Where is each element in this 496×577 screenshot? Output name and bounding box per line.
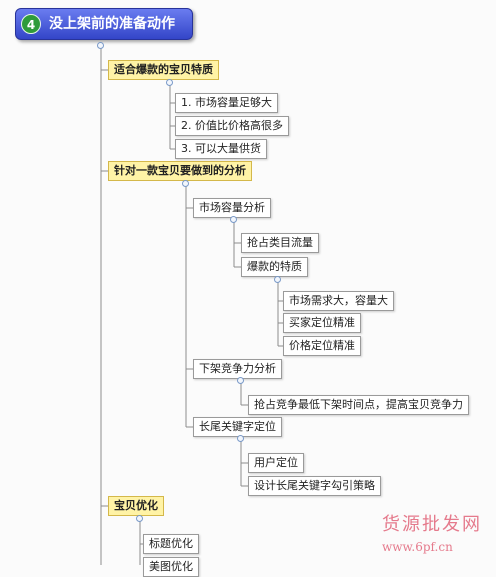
subtopic-high-demand[interactable]: 市场需求大，容量大 [283,291,394,311]
collapse-toggle-delisting-analysis[interactable] [237,377,244,384]
priority-number-icon: 4 [21,14,41,34]
root-topic-label: 没上架前的准备动作 [49,16,175,32]
subtopic-value-over-price[interactable]: 2. 价值比价格高很多 [175,116,289,136]
subtopic-delisting-analysis[interactable]: 下架竞争力分析 [193,359,282,379]
subtopic-mass-supply[interactable]: 3. 可以大量供货 [175,139,267,159]
subtopic-market-analysis[interactable]: 市场容量分析 [193,198,271,218]
subtopic-user-targeting[interactable]: 用户定位 [248,453,304,473]
collapse-toggle-section-1[interactable] [166,79,173,86]
watermark-site-name: 货源批发网 [382,514,482,535]
subtopic-title-optimization[interactable]: 标题优化 [143,534,199,554]
root-topic[interactable]: 4 没上架前的准备动作 [15,8,193,40]
subtopic-image-optimization[interactable]: 美图优化 [143,557,199,577]
topic-section-3[interactable]: 宝贝优化 [108,496,164,516]
subtopic-lowest-competition-time[interactable]: 抢占竞争最低下架时间点，提高宝贝竞争力 [248,395,469,415]
collapse-toggle-market-analysis[interactable] [230,216,237,223]
subtopic-longtail-keywords[interactable]: 长尾关键字定位 [193,417,282,437]
subtopic-keyword-strategy[interactable]: 设计长尾关键字勾引策略 [248,476,381,496]
subtopic-category-traffic[interactable]: 抢占类目流量 [241,233,319,253]
connector-lines [100,44,283,565]
topic-section-2[interactable]: 针对一款宝贝要做到的分析 [108,161,252,181]
collapse-toggle-bestseller-traits[interactable] [274,276,281,283]
topic-section-1[interactable]: 适合爆款的宝贝特质 [108,60,219,80]
collapse-toggle-section-3[interactable] [136,515,143,522]
collapse-toggle-section-2[interactable] [182,180,189,187]
subtopic-bestseller-traits[interactable]: 爆款的特质 [241,257,308,277]
collapse-toggle-longtail-keywords[interactable] [237,435,244,442]
watermark-site-url: www.6pf.cn [382,540,453,554]
subtopic-price-targeting[interactable]: 价格定位精准 [283,336,361,356]
collapse-toggle-root[interactable] [97,42,104,49]
subtopic-buyer-targeting[interactable]: 买家定位精准 [283,313,361,333]
subtopic-market-capacity[interactable]: 1. 市场容量足够大 [175,93,278,113]
